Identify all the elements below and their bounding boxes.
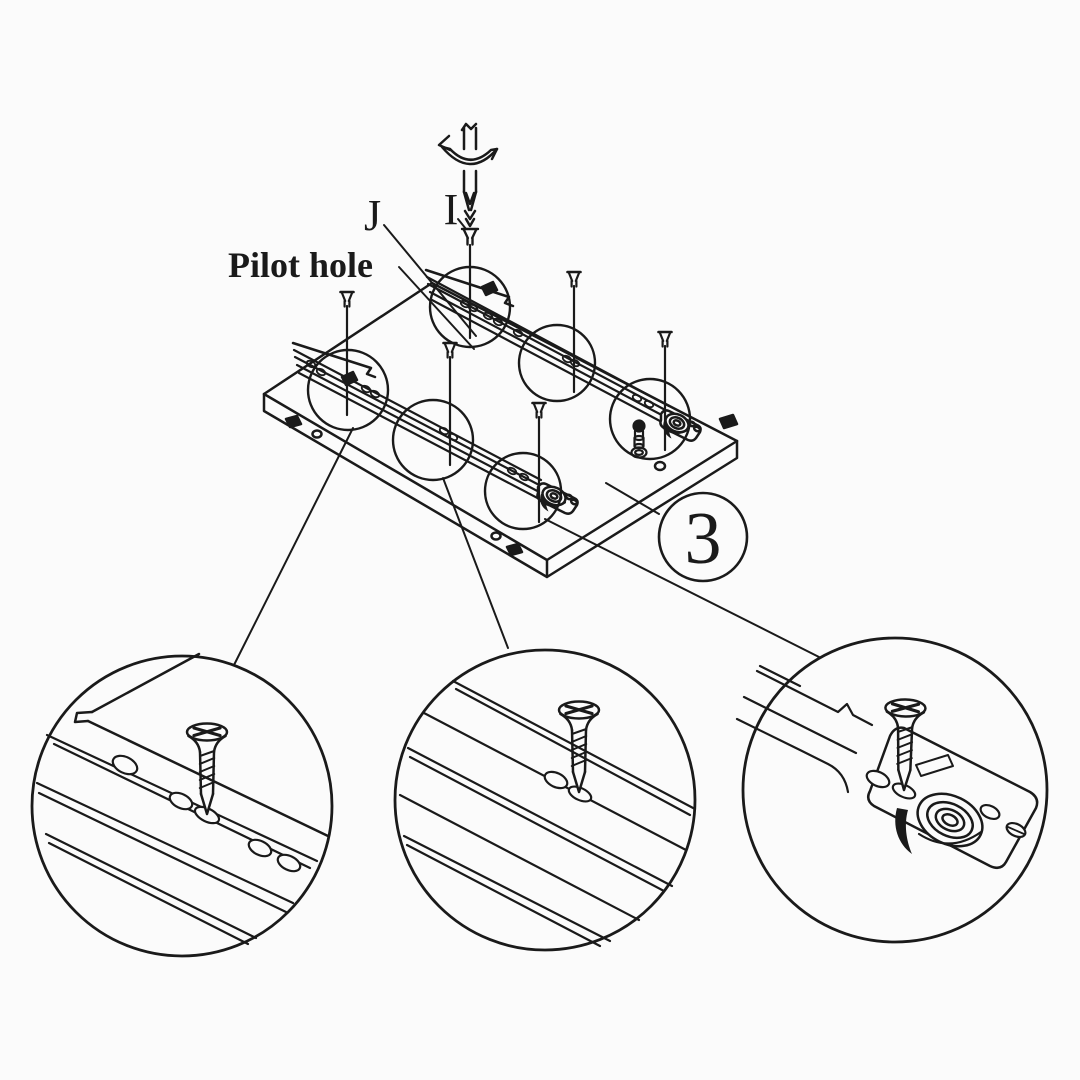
edge-hole	[490, 531, 502, 541]
screw-icon	[657, 330, 673, 452]
edge-hole	[311, 429, 323, 439]
pilot-hole-mark	[480, 280, 499, 297]
callout-left	[30, 652, 334, 958]
callout-middle	[393, 648, 697, 952]
highlight-circle	[483, 451, 563, 531]
board-edge-line	[90, 652, 201, 714]
callout-right	[735, 636, 1049, 944]
panel-hole	[653, 460, 667, 472]
leader-callout-right	[544, 518, 820, 658]
step-circle	[657, 491, 749, 583]
leader-i	[457, 218, 467, 230]
dowel-peg	[284, 414, 303, 429]
dowel-peg	[718, 413, 739, 430]
screw-i	[460, 227, 480, 340]
screw-icon	[566, 270, 582, 394]
step-badge: 3	[605, 482, 749, 583]
leader-j	[383, 224, 477, 337]
screw-icon	[531, 401, 547, 524]
screw-position-circles	[306, 265, 692, 531]
label-i: I	[444, 185, 459, 234]
label-pilot-hole: Pilot hole	[228, 245, 373, 285]
label-leaders	[383, 218, 477, 350]
screw-icon	[339, 290, 355, 417]
roller-wheel-icon	[916, 792, 984, 848]
slide-rail-lower	[291, 341, 579, 515]
floating-screws	[339, 270, 673, 524]
pilot-hole	[567, 785, 593, 803]
rotation-arrow-head	[437, 134, 452, 152]
screwdriver	[437, 122, 499, 228]
highlight-circle	[517, 323, 597, 403]
step-number: 3	[685, 498, 722, 580]
label-j: J	[364, 191, 381, 240]
plate-bracket	[915, 754, 954, 777]
leader-callout-middle	[442, 477, 509, 649]
dowel-peg	[505, 542, 524, 557]
bend-arrow-icon	[895, 808, 912, 854]
highlight-circle	[608, 377, 692, 461]
leader-callout-left	[232, 427, 354, 668]
screw-icon	[442, 341, 458, 467]
leader-pilot-hole	[398, 266, 475, 350]
rotation-arrow-icon	[440, 145, 499, 166]
callout-leaders	[232, 427, 820, 668]
highlight-circle	[391, 398, 475, 482]
pilot-hole-mark	[340, 370, 359, 387]
